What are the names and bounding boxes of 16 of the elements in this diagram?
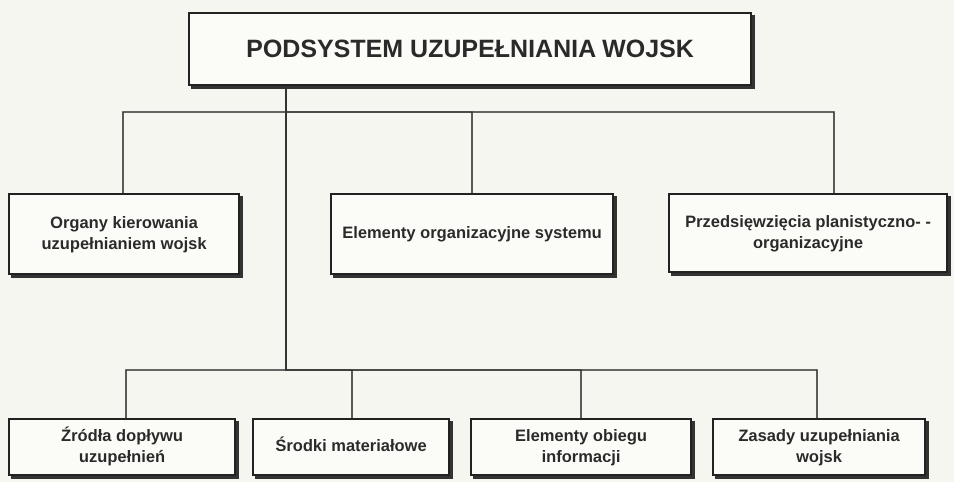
box-label: Źródła dopływu uzupełnień xyxy=(60,426,184,468)
box-label: Zasady uzupełniania wojsk xyxy=(737,426,901,468)
box-label: Środki materiałowe xyxy=(275,436,427,458)
category-box xyxy=(330,193,614,275)
box-label: Elementy organizacyjne systemu xyxy=(342,223,602,244)
category-box xyxy=(252,418,450,476)
category-box xyxy=(8,418,236,476)
category-box xyxy=(470,418,692,476)
box-label: Przedsięwzięcia planistyczno- -organizacyjne xyxy=(684,212,932,254)
root-box xyxy=(188,12,752,86)
category-box xyxy=(668,193,948,273)
box-label: PODSYSTEM UZUPEŁNIANIA WOJSK xyxy=(246,34,694,65)
category-box xyxy=(712,418,926,476)
box-label: Organy kierowania uzupełnianiem wojsk xyxy=(40,212,208,255)
category-box xyxy=(8,193,240,275)
box-label: Elementy obiegu informacji xyxy=(514,426,648,468)
